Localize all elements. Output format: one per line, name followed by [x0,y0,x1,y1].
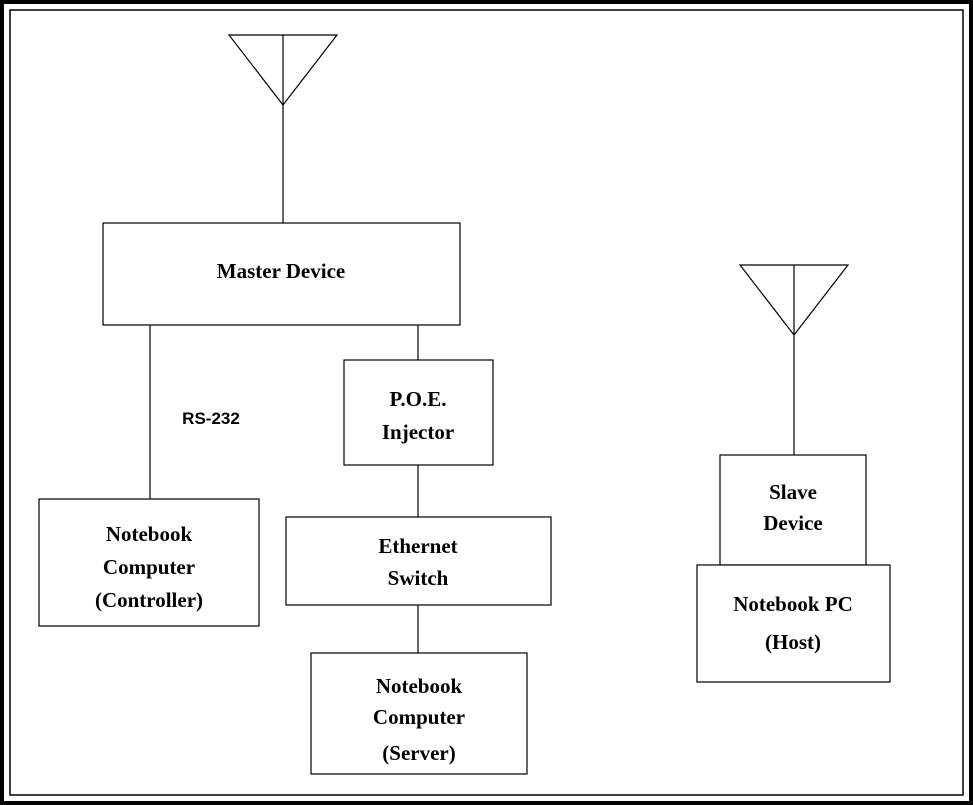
ethernet-switch-label-line-1: Ethernet [378,534,457,558]
poe-injector-label-line-2: Injector [382,420,454,444]
slave-device-label-line-1: Slave [769,480,817,504]
notebook-controller-node: Notebook Computer (Controller) [38,498,260,627]
notebook-server-node: Notebook Computer (Server) [310,652,528,775]
slave-device-label-line-2: Device [763,511,822,535]
notebook-server-label-line-1: Notebook [376,674,463,698]
notebook-host-label-line-2: (Host) [765,630,821,654]
master-device-label: Master Device [217,259,345,283]
notebook-host-node: Notebook PC (Host) [696,564,891,683]
notebook-controller-label-line-2: Computer [103,555,195,579]
antenna-icon [227,34,339,223]
master-device-node: Master Device [102,222,461,326]
ethernet-switch-label-line-2: Switch [388,566,449,590]
notebook-server-label-line-2: Computer [373,705,465,729]
poe-injector-node: P.O.E. Injector [343,359,494,466]
ethernet-switch-node: Ethernet Switch [285,516,552,606]
notebook-host-label-line-1: Notebook PC [733,592,853,616]
slave-device-node: Slave Device [719,454,867,566]
notebook-controller-label-line-3: (Controller) [95,588,203,612]
notebook-server-label-line-3: (Server) [382,741,455,765]
notebook-controller-label-line-1: Notebook [106,522,193,546]
poe-injector-label-line-1: P.O.E. [390,387,447,411]
inner-frame [9,9,964,796]
antenna-icon [738,264,850,455]
rs232-label: RS-232 [182,409,240,428]
